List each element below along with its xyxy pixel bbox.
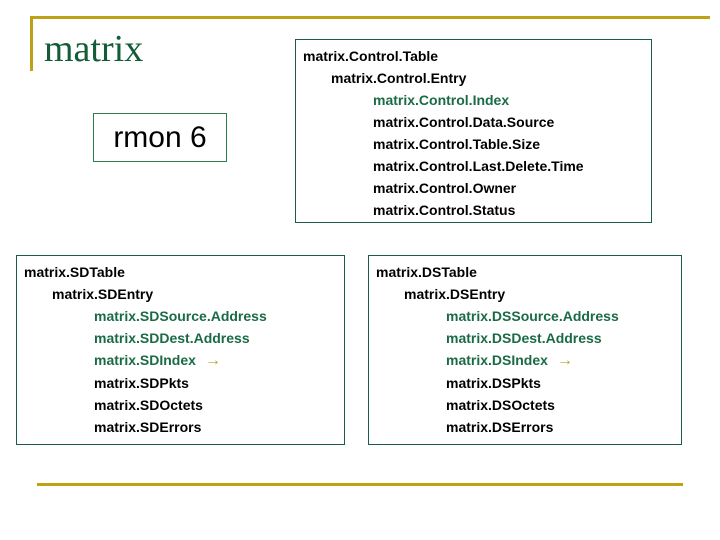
mib-object-item: matrix.Control.Status xyxy=(296,199,651,221)
mib-object-label: matrix.DSPkts xyxy=(446,375,541,391)
mib-object-label: matrix.SDSource.Address xyxy=(94,308,267,324)
mib-object-item: matrix.Control.Table.Size xyxy=(296,133,651,155)
mib-object-label: matrix.SDDest.Address xyxy=(94,330,250,346)
matrix-ds-table-box: matrix.DSTable matrix.DSEntry matrix.DSSou… xyxy=(368,255,682,445)
mib-object-item: matrix.DSTable xyxy=(369,261,681,283)
mib-object-item: matrix.Control.Last.Delete.Time xyxy=(296,155,651,177)
mib-object-label: matrix.DSSource.Address xyxy=(446,308,619,324)
matrix-control-list: matrix.Control.Table matrix.Control.Entry… xyxy=(296,40,651,221)
matrix-ds-list: matrix.DSTable matrix.DSEntry matrix.DSSou… xyxy=(369,256,681,438)
mib-object-item: matrix.SDSource.Address xyxy=(17,305,344,327)
matrix-sd-list: matrix.SDTable matrix.SDEntry matrix.SDSou… xyxy=(17,256,344,438)
mib-object-item: matrix.Control.Owner xyxy=(296,177,651,199)
mib-object-item: matrix.SDPkts xyxy=(17,372,344,394)
mib-object-item: matrix.Control.Entry xyxy=(296,67,651,89)
mib-object-label: matrix.Control.Table.Size xyxy=(373,136,540,152)
right-arrow-icon: → xyxy=(556,352,573,369)
mib-object-label: matrix.Control.Table xyxy=(303,48,439,64)
mib-object-item: matrix.DSDest.Address xyxy=(369,327,681,349)
top-rule-vertical-stub xyxy=(30,16,33,71)
mib-object-label: matrix.DSEntry xyxy=(404,286,506,302)
mib-object-item: matrix.SDIndex → xyxy=(17,349,344,372)
mib-object-label: matrix.SDOctets xyxy=(94,397,203,413)
mib-object-item: matrix.Control.Data.Source xyxy=(296,111,651,133)
mib-object-label: matrix.Control.Status xyxy=(373,202,516,218)
mib-object-label: matrix.DSIndex xyxy=(446,352,548,368)
mib-object-label: matrix.DSErrors xyxy=(446,419,554,435)
bottom-rule xyxy=(37,483,683,486)
mib-object-label: matrix.Control.Entry xyxy=(331,70,467,86)
rmon-callout-label: rmon 6 xyxy=(113,120,207,154)
top-rule-horizontal xyxy=(30,16,710,19)
mib-object-item: matrix.SDErrors xyxy=(17,416,344,438)
mib-object-item: matrix.SDTable xyxy=(17,261,344,283)
mib-object-label: matrix.SDPkts xyxy=(94,375,189,391)
mib-object-label: matrix.Control.Data.Source xyxy=(373,114,555,130)
mib-object-item: matrix.SDOctets xyxy=(17,394,344,416)
mib-object-label: matrix.SDIndex xyxy=(94,352,196,368)
mib-object-label: matrix.SDEntry xyxy=(52,286,154,302)
mib-object-label: matrix.SDTable xyxy=(24,264,125,280)
mib-object-label: matrix.Control.Last.Delete.Time xyxy=(373,158,584,174)
mib-object-label: matrix.Control.Index xyxy=(373,92,510,108)
matrix-control-table-box: matrix.Control.Table matrix.Control.Entry… xyxy=(295,39,652,223)
mib-object-item: matrix.Control.Table xyxy=(296,45,651,67)
mib-object-item: matrix.DSEntry xyxy=(369,283,681,305)
mib-object-item: matrix.Control.Index xyxy=(296,89,651,111)
mib-object-label: matrix.DSDest.Address xyxy=(446,330,602,346)
mib-object-label: matrix.SDErrors xyxy=(94,419,202,435)
mib-object-item: matrix.DSIndex → xyxy=(369,349,681,372)
mib-object-item: matrix.DSPkts xyxy=(369,372,681,394)
mib-object-item: matrix.DSErrors xyxy=(369,416,681,438)
rmon-callout-box: rmon 6 xyxy=(93,113,227,162)
mib-object-label: matrix.DSTable xyxy=(376,264,477,280)
right-arrow-icon: → xyxy=(204,352,221,369)
mib-object-item: matrix.DSOctets xyxy=(369,394,681,416)
mib-object-label: matrix.DSOctets xyxy=(446,397,555,413)
mib-object-item: matrix.SDEntry xyxy=(17,283,344,305)
page-title: matrix xyxy=(44,28,144,70)
mib-object-item: matrix.SDDest.Address xyxy=(17,327,344,349)
mib-object-label: matrix.Control.Owner xyxy=(373,180,517,196)
matrix-sd-table-box: matrix.SDTable matrix.SDEntry matrix.SDSou… xyxy=(16,255,345,445)
mib-object-item: matrix.DSSource.Address xyxy=(369,305,681,327)
